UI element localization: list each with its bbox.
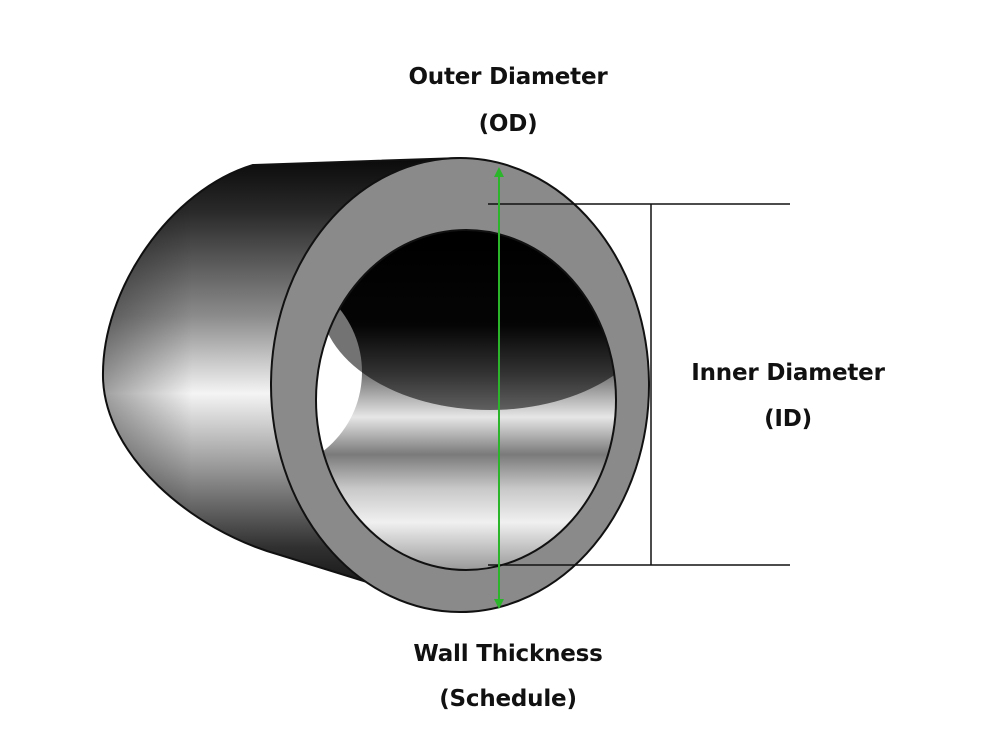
inner-diameter-label: Inner Diameter (691, 360, 885, 386)
outer-diameter-abbr: (OD) (478, 111, 538, 137)
inner-diameter-dimension (488, 203, 790, 566)
outer-diameter-label: Outer Diameter (408, 64, 608, 90)
wall-thickness-abbr: (Schedule) (439, 686, 577, 712)
inner-diameter-abbr: (ID) (764, 406, 812, 432)
wall-thickness-label: Wall Thickness (413, 641, 603, 667)
